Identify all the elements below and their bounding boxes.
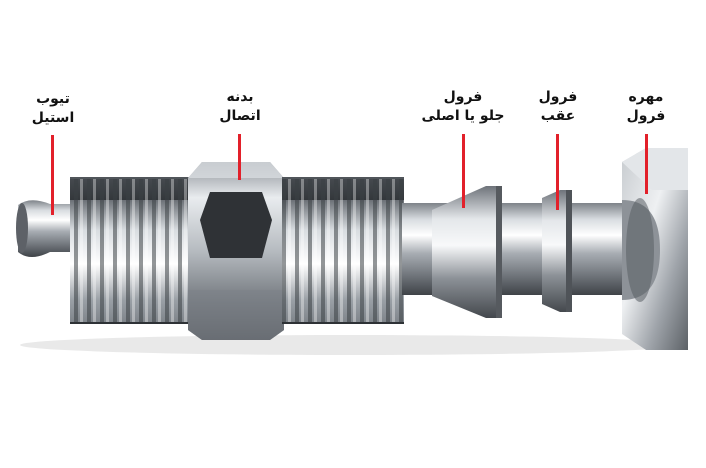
label-tube-line1: تیوب bbox=[36, 91, 70, 107]
leader-back-ferrule bbox=[556, 134, 559, 210]
leader-front-ferrule bbox=[462, 134, 465, 208]
label-nut-line1: مهره bbox=[628, 89, 664, 105]
label-front-ferrule-line2: جلو یا اصلی bbox=[421, 108, 505, 124]
label-nut-line2: فرول bbox=[626, 108, 666, 124]
leader-nut bbox=[645, 134, 648, 194]
label-body-line1: بدنه bbox=[226, 89, 254, 105]
label-front-ferrule: فرول جلو یا اصلی bbox=[418, 88, 508, 126]
label-back-ferrule-line2: عقب bbox=[540, 108, 576, 124]
leader-body bbox=[238, 134, 241, 180]
label-back-ferrule: فرول عقب bbox=[530, 88, 586, 126]
label-front-ferrule-line1: فرول bbox=[443, 89, 483, 105]
label-body: بدنه اتصال bbox=[205, 88, 275, 126]
label-nut: مهره فرول bbox=[618, 88, 674, 126]
leader-tube bbox=[51, 135, 54, 215]
label-body-line2: اتصال bbox=[219, 108, 261, 124]
label-back-ferrule-line1: فرول bbox=[538, 89, 578, 105]
label-tube-line2: استیل bbox=[31, 110, 75, 126]
label-tube: تیوب استیل bbox=[18, 90, 88, 128]
